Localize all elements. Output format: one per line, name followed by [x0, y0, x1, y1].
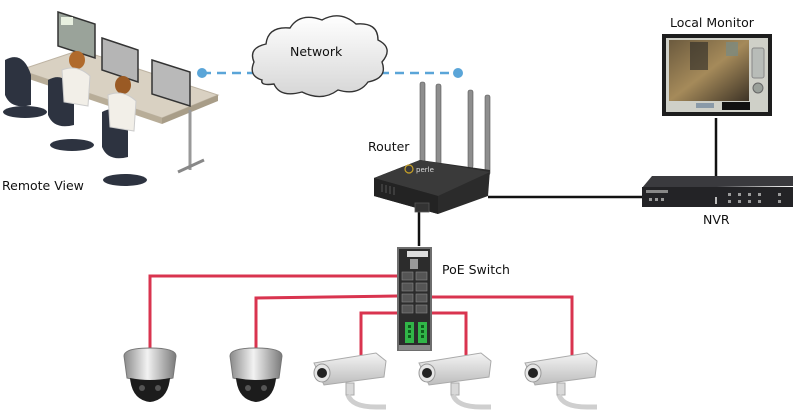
link-network-router	[380, 68, 463, 78]
poe-cable-dome-1	[148, 274, 397, 352]
wireless-router-icon: perle	[374, 81, 491, 214]
nvr-recorder-icon	[642, 176, 793, 207]
network-label: Network	[290, 44, 343, 59]
nvr-label: NVR	[703, 212, 730, 227]
remote-view-label: Remote View	[2, 178, 84, 193]
poe-cable-dome-2	[254, 294, 398, 352]
dome-camera-icon	[123, 347, 177, 402]
poe-cable-bullet-1	[359, 311, 397, 355]
monitor-icon	[662, 34, 772, 116]
poe-cable-bullet-2	[432, 311, 468, 355]
cloud-icon	[251, 15, 388, 98]
link-remote-network	[197, 68, 262, 78]
local-monitor-label: Local Monitor	[670, 15, 755, 30]
poe-switch-node[interactable]: PoE Switch	[397, 247, 510, 351]
link-endpoint-dot	[197, 68, 207, 78]
poe-cables	[148, 274, 574, 355]
poe-cable-bullet-3	[432, 295, 574, 355]
camera-dome-2[interactable]	[229, 347, 283, 402]
router-label: Router	[368, 139, 410, 154]
router-brand: perle	[416, 166, 434, 174]
router-brand-logo-icon	[404, 164, 414, 174]
router-node[interactable]: perle Router	[368, 81, 491, 214]
nvr-node[interactable]: NVR	[642, 176, 793, 227]
camera-bullet-3[interactable]	[524, 352, 598, 410]
camera-bullet-2[interactable]	[418, 352, 492, 410]
poe-switch-label: PoE Switch	[442, 262, 510, 277]
link-endpoint-dot	[453, 68, 463, 78]
security-operators-desk-icon	[3, 10, 220, 186]
camera-bullet-1[interactable]	[313, 352, 387, 410]
camera-dome-1[interactable]	[123, 347, 177, 402]
dome-camera-icon	[229, 347, 283, 402]
bullet-camera-icon	[524, 352, 598, 410]
remote-view-node[interactable]: Remote View	[2, 10, 220, 193]
poe-switch-icon	[397, 247, 432, 351]
network-node[interactable]: Network	[251, 15, 388, 98]
local-monitor-node[interactable]: Local Monitor	[662, 15, 772, 116]
bullet-camera-icon	[313, 352, 387, 410]
bullet-camera-icon	[418, 352, 492, 410]
